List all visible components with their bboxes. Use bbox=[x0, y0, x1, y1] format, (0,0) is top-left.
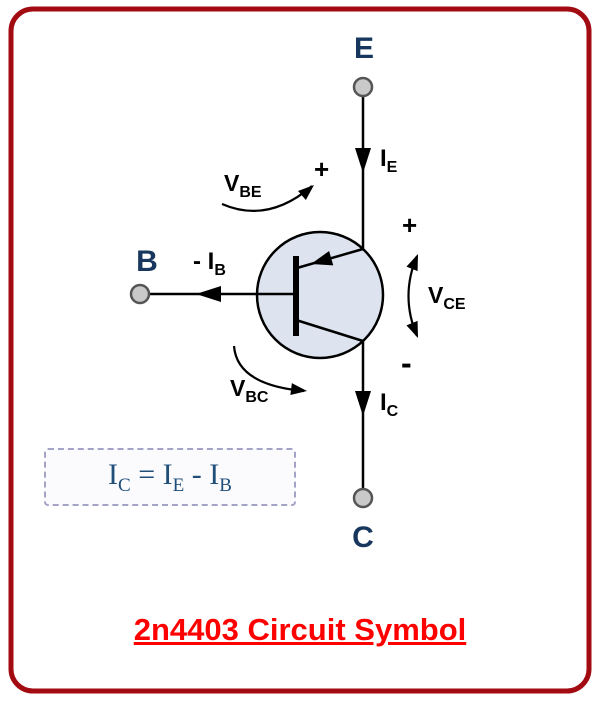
vce-plus-sign: + bbox=[402, 210, 417, 240]
ic-label: IC bbox=[380, 389, 399, 420]
formula-text: IC = IE - IB bbox=[108, 457, 232, 496]
collector-segment bbox=[295, 318, 364, 343]
frame-border bbox=[8, 6, 592, 694]
vbe-arrowhead-icon bbox=[297, 185, 314, 201]
vce-arrowhead-bottom-icon bbox=[406, 320, 418, 338]
ie-arrow-icon bbox=[355, 148, 371, 173]
formula-box: IC = IE - IB bbox=[44, 448, 296, 506]
base-terminal-dot bbox=[129, 283, 151, 305]
collector-terminal-label: C bbox=[352, 521, 374, 554]
vbc-arrowhead-icon bbox=[290, 383, 307, 396]
vce-arrowhead-top-icon bbox=[406, 254, 418, 272]
ib-arrow-icon bbox=[196, 286, 221, 302]
emitter-terminal-label: E bbox=[354, 32, 374, 65]
ic-arrow-icon bbox=[355, 391, 371, 416]
collector-terminal-dot bbox=[352, 487, 374, 509]
title-bar: 2n4403 Circuit Symbol bbox=[0, 612, 600, 648]
ie-label: IE bbox=[380, 145, 398, 176]
emitter-terminal-dot bbox=[352, 76, 374, 98]
base-terminal-label: B bbox=[136, 245, 158, 278]
vce-label: VCE bbox=[428, 282, 466, 313]
page-title: 2n4403 Circuit Symbol bbox=[133, 612, 467, 647]
ib-label: - IB bbox=[193, 248, 226, 279]
vce-minus-sign: - bbox=[401, 345, 412, 381]
pnp-emitter-arrow-icon bbox=[311, 251, 334, 266]
vbe-label: VBE bbox=[224, 170, 262, 201]
vbc-label: VBC bbox=[230, 375, 269, 406]
vbe-plus-sign: + bbox=[314, 154, 329, 184]
